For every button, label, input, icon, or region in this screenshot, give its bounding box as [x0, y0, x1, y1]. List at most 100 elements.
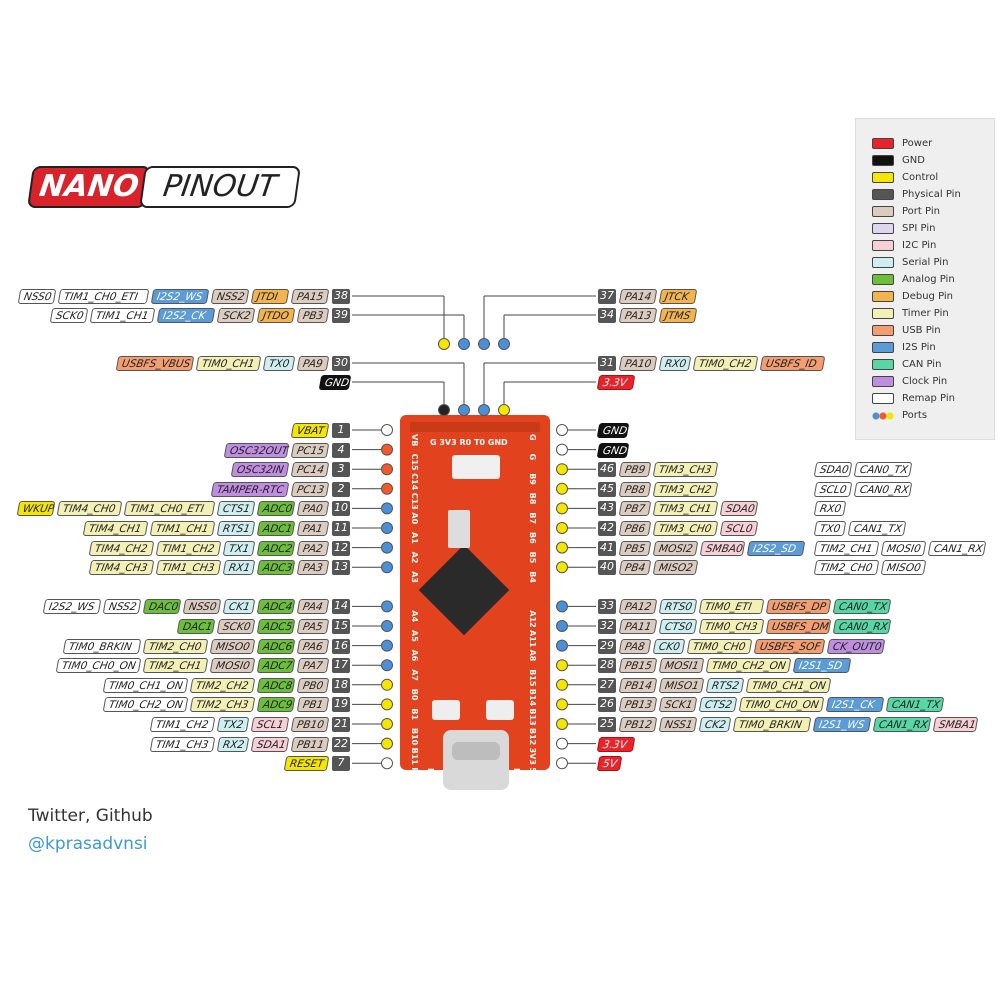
pcb-edge: [410, 422, 540, 432]
pin-function-tag: NSS0: [17, 289, 57, 304]
pin-function-tag: MOSI0: [880, 540, 927, 556]
pin-function-tag: PA11: [618, 619, 658, 634]
pin-function-tag: PA5: [296, 619, 330, 634]
pin-function-tag: ADC9: [256, 697, 296, 713]
pin-function-tag: RX1: [222, 560, 256, 576]
pin-function-tag: NSS2: [102, 599, 142, 615]
legend-label: Clock Pin: [902, 376, 948, 387]
silk-right-label: G: [528, 454, 537, 461]
pin-number: 22: [332, 736, 350, 752]
pin-function-tag: TIM0_CH2_ON: [102, 697, 189, 713]
pin-function-tag: TIM0_ETI: [698, 599, 765, 615]
pin-function-tag: MISO0: [880, 560, 927, 576]
legend-label: Ports: [902, 410, 928, 421]
pin-function-tag: ADC0: [256, 501, 296, 517]
silk-boot: BOOT0: [512, 768, 521, 799]
pin-number: 11: [332, 521, 350, 536]
silk-left-label: B1: [410, 708, 419, 720]
legend-label: Power: [902, 138, 933, 149]
pin-function-tag: TIM2_CH1: [142, 658, 209, 674]
pin-function-tag: MOSI1: [658, 658, 705, 674]
pin-number: 21: [332, 717, 350, 732]
pin-function-tag: GND: [596, 423, 630, 438]
pin-function-tag: PB13: [618, 697, 658, 713]
pin-function-tag: SCL1: [250, 717, 290, 732]
pin-number: 37: [598, 289, 616, 304]
pin-function-tag: CTS1: [216, 501, 256, 517]
pin-function-tag: SDA0: [719, 501, 759, 517]
pin-function-tag: CAN0_TX: [832, 599, 892, 615]
port-dot: [498, 338, 510, 350]
pin-number: 12: [332, 540, 350, 556]
pin-function-tag: PA7: [296, 658, 330, 674]
pin-function-tag: DAC0: [142, 599, 182, 615]
pin-function-tag: TIM2_CH3: [189, 697, 256, 713]
legend-swatch: [872, 155, 894, 166]
pin-function-tag: TIM1_CH1: [149, 521, 216, 536]
pin-function-tag: CAN1_RX: [872, 717, 932, 732]
silk-right-label: B4: [528, 571, 537, 583]
pin-function-tag: RX0: [813, 501, 847, 517]
legend-swatch: [872, 240, 894, 251]
pin-function-tag: SDA1: [250, 736, 290, 752]
pin-function-tag: TIM0_CH1: [195, 356, 262, 371]
legend-label: I2S Pin: [902, 342, 936, 353]
pin-function-tag: MISO2: [652, 560, 699, 576]
pin-function-tag: TIM4_CH3: [88, 560, 155, 576]
pin-function-tag: TIM4_CH1: [82, 521, 149, 536]
port-dot: [381, 639, 393, 652]
pin-function-tag: PA2: [296, 540, 330, 556]
legend-label: GND: [902, 155, 925, 166]
port-dot: [556, 541, 568, 554]
reset-button: [432, 700, 460, 720]
silk-right-label: B7: [528, 512, 537, 524]
port-dot: [381, 522, 393, 534]
pin-function-tag: RTS2: [705, 677, 745, 693]
legend-label: Timer Pin: [902, 308, 949, 319]
pin-function-tag: I2S1_SD: [792, 658, 852, 674]
pin-function-tag: PA4: [296, 599, 330, 615]
silk-reset: RESET: [426, 768, 435, 797]
silk-right-label: B12: [528, 728, 537, 745]
pin-number: 15: [332, 619, 350, 634]
silk-left-label: VB: [410, 434, 419, 446]
port-dot: [498, 404, 510, 416]
pin-function-tag: PB5: [618, 540, 652, 556]
pin-function-tag: TIM1_CH3: [155, 560, 222, 576]
port-dot: [556, 463, 568, 476]
pin-function-tag: OSC32OUT: [223, 442, 290, 458]
silk-left-label: A3: [410, 571, 419, 583]
pin-function-tag: TIM0_CH2_ON: [705, 658, 792, 674]
port-dot: [478, 338, 490, 350]
silk-right-label: G: [528, 434, 537, 441]
legend-label: I2C Pin: [902, 240, 937, 251]
silk-right-label: A11: [528, 630, 537, 648]
pin-function-tag: TIM1_CH1: [89, 308, 156, 323]
pin-function-tag: TIM1_CH2: [155, 540, 222, 556]
pin-number: 10: [332, 501, 350, 517]
pin-number: 41: [598, 540, 616, 556]
pin-number: 31: [598, 356, 616, 371]
silk-left-label: A0: [410, 512, 419, 524]
pin-number: 42: [598, 521, 616, 536]
pin-function-tag: JTMS: [658, 308, 698, 323]
port-dot: [478, 404, 490, 416]
legend-swatch: [872, 393, 894, 404]
pin-function-tag: TX0: [262, 356, 296, 371]
pin-function-tag: PB4: [618, 560, 652, 576]
port-dot: [381, 541, 393, 554]
pin-function-tag: 5V: [596, 756, 623, 772]
pin-function-tag: CAN0_TX: [853, 462, 913, 478]
pin-function-tag: JTCK: [658, 289, 698, 304]
pin-number: 19: [332, 697, 350, 713]
silk-left-label: A1: [410, 532, 419, 544]
pin-function-tag: I2S1_CK: [825, 697, 885, 713]
debug-connector: [452, 455, 500, 479]
pin-function-tag: TIM0_CH2: [692, 356, 759, 371]
pin-function-tag: SCL0: [813, 481, 853, 497]
legend-label: Debug Pin: [902, 291, 953, 302]
pin-number: 2: [332, 481, 350, 497]
pin-function-tag: TIM2_CH0: [142, 638, 209, 654]
pin-function-tag: CTS2: [698, 697, 738, 713]
